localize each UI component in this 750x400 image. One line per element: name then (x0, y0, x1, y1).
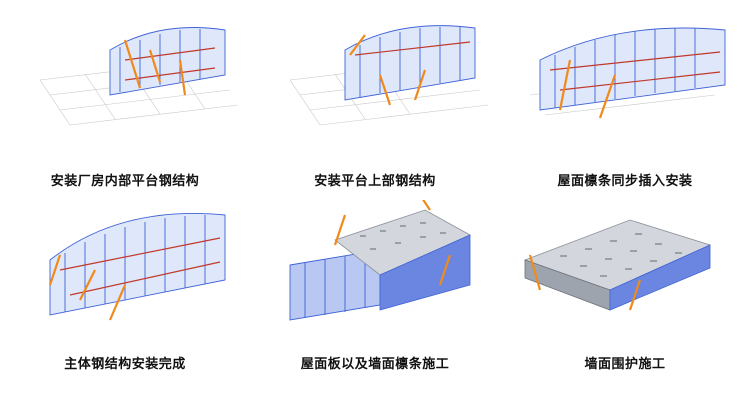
step-4-panel: 主体钢结构安装完成 (0, 200, 250, 400)
step-1-caption: 安装厂房内部平台钢结构 (50, 174, 200, 189)
step-1-panel: 安装厂房内部平台钢结构 (0, 0, 250, 200)
step-3-illustration (529, 27, 726, 119)
step-5-caption: 屋面板以及墙面檩条施工 (300, 357, 450, 372)
step-2-illustration (289, 25, 489, 126)
step-3-panel: 屋面檩条同步插入安装 (500, 0, 750, 200)
step-2-caption: 安装平台上部钢结构 (314, 174, 436, 189)
step-6-illustration (523, 219, 712, 311)
step-2-panel: 安装平台上部钢结构 (250, 0, 500, 200)
step-3-caption: 屋面檩条同步插入安装 (557, 174, 693, 189)
step-4-caption: 主体钢结构安装完成 (64, 357, 186, 372)
step-5-panel: 屋面板以及墙面檩条施工 (250, 200, 500, 400)
step-1-illustration (39, 27, 239, 126)
step-6-panel: 墙面围护施工 (500, 200, 750, 400)
step-6-caption: 墙面围护施工 (584, 357, 666, 372)
step-4-illustration (48, 213, 226, 321)
step-5-illustration (289, 200, 471, 321)
